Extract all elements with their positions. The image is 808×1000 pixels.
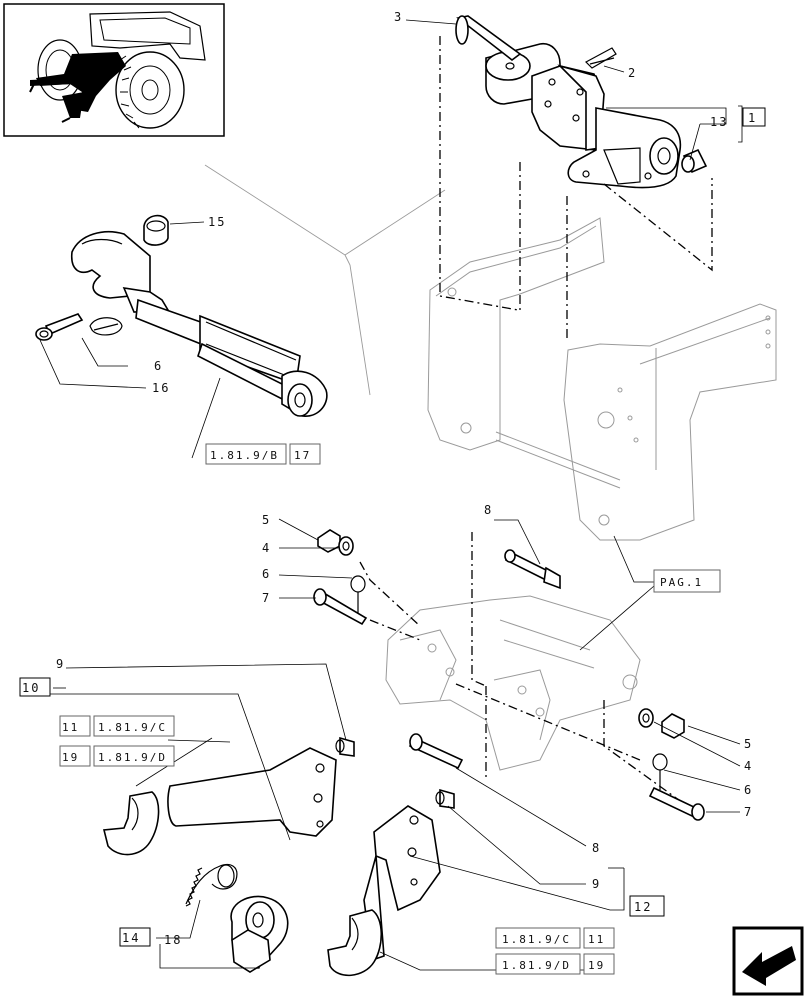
callout-9: 9 bbox=[56, 657, 65, 671]
callout-16: 16 bbox=[152, 381, 170, 395]
lower-link-arm-left bbox=[167, 747, 337, 837]
top-link-assembly bbox=[70, 230, 328, 417]
chain-18 bbox=[185, 863, 238, 907]
callout-4: 4 bbox=[262, 541, 271, 555]
bolt-7-upper bbox=[313, 588, 368, 626]
svg-text:1.81.9/D: 1.81.9/D bbox=[98, 751, 167, 764]
callout-3: 3 bbox=[394, 10, 403, 24]
callout-6: 6 bbox=[262, 567, 271, 581]
tractor-frame-ghost bbox=[427, 217, 777, 541]
box-callout-14[interactable]: 14 bbox=[119, 927, 151, 947]
ref-link-1-81-9-D-19[interactable]: 1.81.9/D 19 bbox=[495, 953, 615, 975]
box-callout-1[interactable]: 1 bbox=[742, 107, 766, 127]
hook-left bbox=[102, 791, 160, 856]
callout-2: 2 bbox=[628, 66, 637, 80]
bolt-7-lower bbox=[648, 786, 705, 821]
svg-text:1.81.9/C: 1.81.9/C bbox=[502, 933, 571, 946]
callout-labels: 3 2 13 15 6 16 5 4 6 7 8 9 5 4 6 7 8 9 1… bbox=[56, 10, 753, 947]
svg-text:1: 1 bbox=[748, 111, 757, 125]
svg-text:1.81.9/C: 1.81.9/C bbox=[98, 721, 167, 734]
callout-6: 6 bbox=[744, 783, 753, 797]
bushing-13 bbox=[681, 148, 708, 174]
ring-6-lower bbox=[652, 753, 668, 790]
callout-13: 13 bbox=[710, 115, 728, 129]
box-callout-10[interactable]: 10 bbox=[19, 677, 51, 697]
hook-right bbox=[327, 909, 383, 977]
bolt-8-upper bbox=[504, 549, 561, 590]
svg-text:19: 19 bbox=[588, 959, 605, 972]
pin-16 bbox=[35, 313, 84, 341]
lower-link-bracket-ghost bbox=[385, 595, 641, 771]
bushing-15 bbox=[143, 214, 169, 246]
nut-5-lower bbox=[661, 713, 685, 739]
svg-text:17: 17 bbox=[294, 449, 311, 462]
svg-text:11: 11 bbox=[588, 933, 605, 946]
ref-link-pag-1[interactable]: PAG.1 bbox=[653, 569, 721, 593]
svg-text:1.81.9/D: 1.81.9/D bbox=[502, 959, 571, 972]
box-callout-12[interactable]: 12 bbox=[629, 895, 665, 917]
callout-8: 8 bbox=[592, 841, 601, 855]
callout-5: 5 bbox=[262, 513, 271, 527]
svg-text:12: 12 bbox=[634, 900, 652, 914]
callout-6: 6 bbox=[154, 359, 163, 373]
clip-2 bbox=[585, 47, 617, 69]
nut-5-upper bbox=[317, 529, 341, 553]
svg-text:11: 11 bbox=[62, 721, 79, 734]
clip-6-top bbox=[89, 317, 123, 336]
ball-end-14 bbox=[230, 895, 289, 973]
grease-fitting-9-left bbox=[335, 736, 355, 757]
callout-7: 7 bbox=[262, 591, 271, 605]
upper-link-bracket bbox=[485, 42, 682, 189]
callout-4: 4 bbox=[744, 759, 753, 773]
ref-link-11-1-81-9-C[interactable]: 11 1.81.9/C bbox=[59, 715, 175, 737]
washer-4-lower bbox=[638, 708, 654, 728]
ref-link-1-81-9-B-17[interactable]: 1.81.9/B 17 bbox=[205, 443, 321, 465]
callout-5: 5 bbox=[744, 737, 753, 751]
svg-text:PAG.1: PAG.1 bbox=[660, 576, 703, 589]
callout-15: 15 bbox=[208, 215, 226, 229]
pin-3 bbox=[455, 15, 522, 62]
svg-text:14: 14 bbox=[122, 931, 140, 945]
ref-link-19-1-81-9-D[interactable]: 19 1.81.9/D bbox=[59, 745, 175, 767]
svg-text:10: 10 bbox=[22, 681, 40, 695]
grease-fitting-9-right bbox=[435, 788, 455, 809]
ref-link-1-81-9-C-11[interactable]: 1.81.9/C 11 bbox=[495, 927, 615, 949]
callout-7: 7 bbox=[744, 805, 753, 819]
bolt-8-lower bbox=[408, 733, 464, 770]
callout-8: 8 bbox=[484, 503, 493, 517]
next-page-arrow-icon[interactable] bbox=[732, 926, 804, 996]
svg-text:19: 19 bbox=[62, 751, 79, 764]
svg-text:1.81.9/B: 1.81.9/B bbox=[210, 449, 279, 462]
callout-18: 18 bbox=[164, 933, 182, 947]
callout-9: 9 bbox=[592, 877, 601, 891]
washer-4-upper bbox=[338, 536, 354, 556]
tractor-thumbnail-icon[interactable] bbox=[3, 3, 225, 137]
